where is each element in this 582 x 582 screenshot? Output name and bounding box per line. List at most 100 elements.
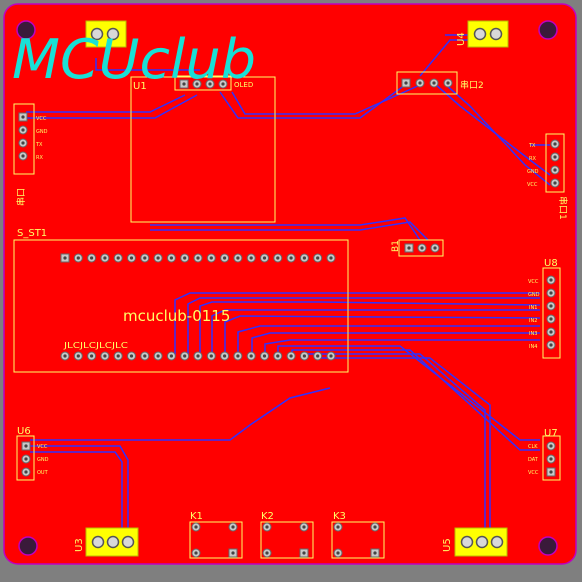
pad-hole (432, 81, 436, 85)
pad-hole (276, 354, 280, 358)
uart-outline (396, 71, 458, 95)
connectors (85, 20, 509, 557)
designator-u5: U5 (442, 538, 453, 552)
pad-hole (446, 81, 450, 85)
board-outline (3, 3, 577, 565)
u7-pin-labels: CLK DAT VCC (528, 444, 539, 476)
pad-hole (420, 246, 424, 250)
pad-hole (336, 551, 340, 555)
pad-hole (182, 82, 186, 86)
pad-hole (373, 551, 377, 555)
pad-hole (549, 304, 553, 308)
mounting-hole (16, 20, 36, 40)
pad-hole (169, 256, 173, 260)
pin-label: VCC (528, 470, 539, 476)
pin-label: VCC (528, 279, 539, 285)
pad-hole (156, 256, 160, 260)
pad-hole (549, 444, 553, 448)
u6-pin-labels: VCC GND OUT (37, 444, 49, 476)
pad-hole (221, 82, 225, 86)
pad-hole (195, 82, 199, 86)
pad-hole (63, 354, 67, 358)
pad-hole (24, 444, 28, 448)
pad-hole (302, 256, 306, 260)
pin-label: DAT (528, 457, 539, 463)
right-module-outline (545, 133, 565, 193)
pad-hole (129, 256, 134, 260)
mounting-hole (538, 536, 558, 556)
pad-hole (265, 525, 269, 529)
pad-hole (90, 354, 94, 358)
pad-hole (289, 354, 293, 358)
pads (18, 78, 560, 558)
pad-hole (194, 525, 198, 529)
pin-label: GND (527, 169, 539, 175)
u6-outline (16, 435, 35, 481)
pin-label: OUT (37, 470, 49, 476)
pin-label: GND (36, 129, 48, 135)
pin-label: RX (529, 156, 536, 162)
u7-outline (542, 435, 561, 481)
mounting-hole (18, 536, 38, 556)
pad-hole (21, 115, 25, 119)
pad-hole (196, 256, 200, 260)
pad-hole (549, 470, 553, 474)
board-name: mcuclub-0115 (123, 307, 230, 325)
pad-hole (249, 256, 253, 260)
pad-hole (156, 354, 160, 358)
pad-hole (553, 142, 557, 146)
left-module-outline (13, 103, 35, 175)
pad-hole (553, 155, 557, 159)
pin-label: VCC (37, 444, 48, 450)
pin-label: CLK (528, 444, 538, 450)
pad-hole (249, 354, 253, 358)
pad-hole (316, 256, 320, 260)
pad-hole (21, 141, 25, 145)
right-module-label: 串口1 (557, 196, 568, 220)
designator-s-st1: S_ST1 (17, 228, 47, 239)
pad-hole (553, 181, 557, 185)
designator-k2: K2 (261, 511, 274, 522)
pad-hole (236, 256, 240, 260)
pad-hole (236, 354, 240, 358)
u1-outline (130, 76, 276, 223)
pad-hole (103, 354, 107, 358)
pin-label: IN1 (529, 305, 537, 311)
pad-hole (183, 354, 187, 358)
pad-hole (223, 256, 227, 260)
designator-u1: U1 (133, 81, 147, 92)
u2-connector (85, 20, 127, 48)
u4-connector (467, 20, 509, 48)
pad-hole (90, 256, 94, 260)
pad-hole (549, 343, 553, 347)
pin-label: RX (36, 155, 43, 161)
designator-k3: K3 (333, 511, 346, 522)
mounting-holes (16, 20, 558, 556)
pad-hole (208, 82, 212, 86)
pad-hole (21, 128, 25, 132)
pad-hole (21, 154, 25, 158)
pad-hole (316, 354, 320, 358)
pin-label: GND (528, 292, 540, 298)
pad-hole (265, 551, 269, 555)
u8-pin-labels: VCC GND IN1 IN2 IN3 IN4 (528, 279, 540, 350)
pad-hole (116, 354, 120, 358)
pad-hole (289, 256, 293, 260)
designator-b1: B1 (391, 240, 401, 252)
pad-hole (169, 354, 173, 358)
pad-hole (24, 470, 28, 474)
pin-label: TX (528, 143, 536, 149)
u3-connector (85, 527, 139, 557)
u8-outline (542, 267, 561, 359)
designator-u4: U4 (456, 32, 467, 46)
pad-hole (194, 551, 198, 555)
left-module-pin-labels: VCC GND TX RX (35, 116, 48, 161)
pad-hole (549, 330, 553, 334)
pad-hole (302, 525, 306, 529)
silkscreen-outlines (13, 71, 565, 559)
designator-u6: U6 (17, 426, 31, 437)
left-module-label: 串口 (16, 188, 27, 206)
pin-label: TX (35, 142, 43, 148)
k2-outline (260, 521, 314, 559)
